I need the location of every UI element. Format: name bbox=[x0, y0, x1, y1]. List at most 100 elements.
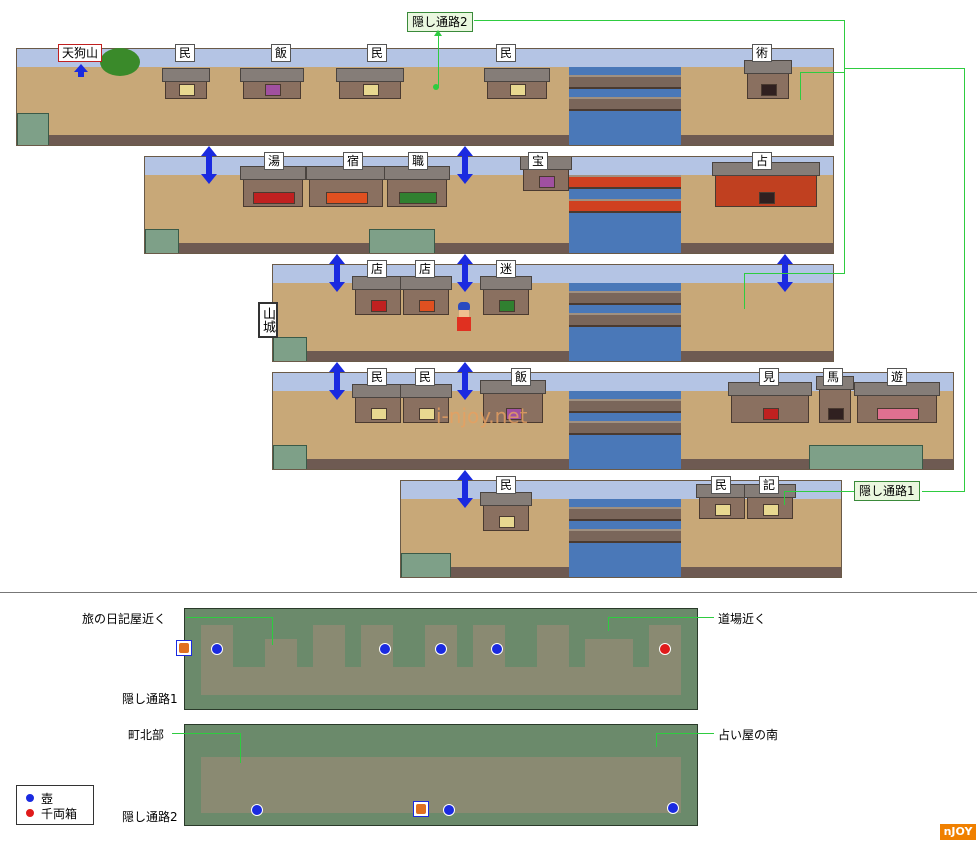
connector-line bbox=[744, 273, 745, 309]
connector-line bbox=[172, 733, 240, 734]
corner-block bbox=[17, 113, 49, 145]
building-label: 店 bbox=[415, 260, 436, 278]
connector-line bbox=[800, 72, 844, 73]
building-label: 宿 bbox=[343, 152, 364, 170]
stable-building bbox=[816, 376, 854, 423]
dungeon-1-entry-left: 旅の日記屋近く bbox=[82, 612, 167, 626]
pot-marker bbox=[443, 804, 455, 816]
corridor bbox=[649, 625, 681, 695]
south-wall bbox=[145, 243, 833, 253]
viewing-building bbox=[728, 382, 812, 423]
pot-legend-label: 壺 bbox=[41, 792, 54, 806]
tree bbox=[100, 48, 140, 76]
sky bbox=[17, 49, 833, 67]
building-label: 記 bbox=[759, 476, 780, 494]
hidden-passage-2-map bbox=[184, 724, 698, 826]
building-label: 民 bbox=[496, 476, 517, 494]
section-separator bbox=[0, 592, 977, 593]
house-building bbox=[400, 384, 452, 423]
connector-line bbox=[474, 20, 844, 21]
town-row-3 bbox=[272, 264, 834, 362]
restaurant-building bbox=[240, 68, 304, 99]
pot-marker bbox=[379, 643, 391, 655]
corridor bbox=[361, 625, 393, 695]
treasure-icon bbox=[176, 640, 192, 656]
bridge bbox=[569, 421, 681, 435]
building-label: 術 bbox=[752, 44, 773, 62]
house-building bbox=[696, 484, 748, 519]
corridor bbox=[201, 757, 681, 813]
corner-block bbox=[273, 445, 307, 469]
chest-legend-label: 千両箱 bbox=[41, 807, 78, 821]
fortune-building bbox=[712, 162, 820, 207]
building-label: 民 bbox=[367, 368, 388, 386]
connector-line bbox=[784, 491, 785, 505]
connector-line bbox=[800, 72, 801, 100]
house-building bbox=[336, 68, 404, 99]
bridge bbox=[569, 507, 681, 521]
building-label: 店 bbox=[367, 260, 388, 278]
connector-line bbox=[744, 273, 844, 274]
corner-block bbox=[145, 229, 179, 253]
bridge bbox=[569, 75, 681, 89]
pot-marker bbox=[435, 643, 447, 655]
maze-building bbox=[480, 276, 532, 315]
treasure-icon bbox=[413, 801, 429, 817]
shop-building bbox=[352, 276, 404, 315]
pond-block bbox=[369, 229, 435, 253]
red-bridge bbox=[569, 199, 681, 213]
town-row-1 bbox=[16, 48, 834, 146]
corridor bbox=[585, 639, 633, 695]
play-building bbox=[854, 382, 940, 423]
house-building bbox=[480, 492, 532, 531]
building-label: 民 bbox=[367, 44, 388, 62]
connector-line bbox=[656, 733, 657, 747]
hidden-passage-1-map bbox=[184, 608, 698, 710]
connector-line bbox=[964, 68, 965, 492]
shop-building bbox=[400, 276, 452, 315]
chest-marker bbox=[659, 643, 671, 655]
connector-line bbox=[240, 733, 241, 763]
building-label: 迷 bbox=[496, 260, 517, 278]
dungeon-2-name: 隠し通路2 bbox=[122, 810, 178, 824]
chest-legend-dot bbox=[25, 808, 35, 818]
bridge bbox=[569, 399, 681, 413]
building-label: 宝 bbox=[528, 152, 549, 170]
house-building bbox=[162, 68, 210, 99]
transition-arrow bbox=[457, 362, 473, 400]
connector-line bbox=[272, 617, 273, 645]
legend-box: 壺 千両箱 bbox=[16, 785, 94, 825]
corridor bbox=[265, 639, 297, 695]
pot-marker bbox=[251, 804, 263, 816]
diary-building bbox=[744, 484, 796, 519]
art-building bbox=[744, 60, 792, 99]
watermark: i-njoy.net bbox=[436, 404, 528, 428]
tengu-mountain-label: 天狗山 bbox=[58, 44, 103, 62]
corridor bbox=[425, 625, 457, 695]
building-label: 飯 bbox=[511, 368, 532, 386]
house-building bbox=[484, 68, 550, 99]
red-bridge bbox=[569, 175, 681, 189]
connector-line bbox=[784, 491, 854, 492]
transition-arrow bbox=[457, 254, 473, 292]
connector-arrowhead bbox=[434, 30, 442, 36]
connector-line bbox=[608, 617, 609, 631]
player-character bbox=[456, 302, 472, 332]
town-row-2 bbox=[144, 156, 834, 254]
pond-block bbox=[809, 445, 923, 469]
building-label: 占 bbox=[752, 152, 773, 170]
craft-building bbox=[384, 166, 450, 207]
connector-line bbox=[438, 32, 439, 88]
building-label: 湯 bbox=[264, 152, 285, 170]
south-wall bbox=[273, 351, 833, 361]
dungeon-1-entry-right: 道場近く bbox=[718, 612, 767, 626]
connector-line bbox=[844, 68, 964, 69]
building-label: 民 bbox=[711, 476, 732, 494]
corner-block bbox=[401, 553, 451, 577]
town-row-4 bbox=[272, 372, 954, 470]
inn-building bbox=[306, 166, 386, 207]
north-exit-arrow-stem bbox=[78, 71, 84, 77]
building-label: 民 bbox=[496, 44, 517, 62]
transition-arrow bbox=[457, 146, 473, 184]
building-label: 遊 bbox=[887, 368, 908, 386]
